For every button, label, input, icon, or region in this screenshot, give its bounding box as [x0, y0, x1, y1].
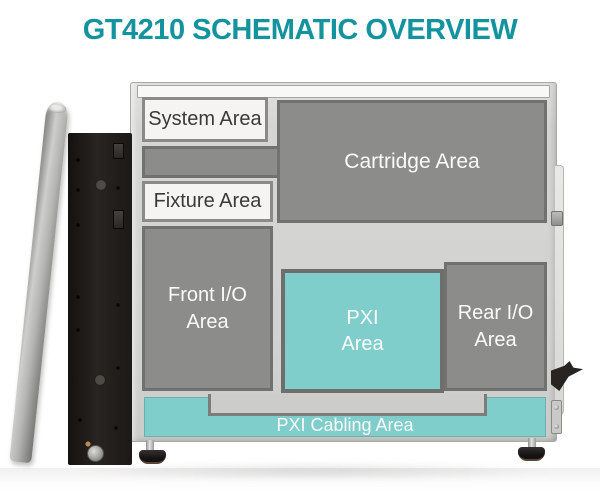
foot-right-stem: [528, 438, 536, 451]
area-fixture-label: Fixture Area: [153, 190, 262, 213]
area-cartridge-label: Cartridge Area: [344, 149, 480, 173]
hinge-screw-bottom: [554, 424, 559, 429]
table-reflection: [0, 468, 600, 494]
hinge-screw-top: [554, 405, 559, 410]
area-system: System Area: [142, 97, 268, 142]
foot-left: [139, 450, 166, 464]
receiver-plate: [68, 133, 132, 465]
area-pxi-cabling-label: PXI Cabling Area: [276, 415, 414, 435]
page-title: GT4210 SCHEMATIC OVERVIEW: [82, 14, 518, 46]
chassis-shadow: [70, 462, 560, 480]
area-cartridge: Cartridge Area: [277, 100, 547, 223]
plate-slot-bottom: [113, 210, 124, 229]
right-hinge-bracket: [551, 400, 562, 434]
area-rear-io: Rear I/O Area: [444, 262, 547, 391]
foot-right: [518, 447, 545, 461]
area-front-io-label: Front I/O Area: [168, 284, 247, 333]
foot-left-stem: [146, 440, 154, 453]
area-cartridge-connector: [142, 146, 281, 178]
area-rear-io-label: Rear I/O Area: [457, 302, 534, 351]
lever-end-cap: [47, 103, 67, 114]
area-fixture: Fixture Area: [142, 181, 273, 222]
area-front-io: Front I/O Area: [142, 226, 273, 391]
area-pxi-label: PXI Area: [341, 306, 384, 355]
area-pxi: PXI Area: [281, 269, 444, 393]
chassis-top-strip: [137, 85, 550, 98]
receiver-handle-lever: [9, 100, 69, 464]
plate-slot-top: [113, 143, 124, 159]
lever-pivot-screw: [87, 445, 104, 462]
area-system-label: System Area: [148, 108, 262, 131]
right-latch: [551, 211, 563, 226]
pxi-cabling-notch: [208, 394, 487, 416]
